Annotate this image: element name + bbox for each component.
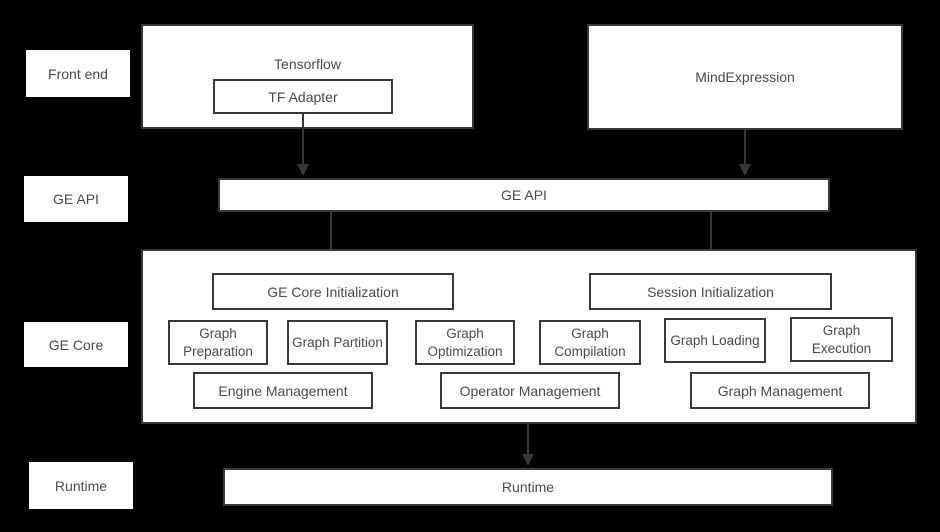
- tensorflow-box: Tensorflow TF Adapter: [141, 24, 474, 129]
- session-initialization-box: Session Initialization: [589, 273, 832, 310]
- runtime-bar: Runtime: [223, 468, 833, 506]
- arrow-ge-core-to-runtime: [522, 424, 534, 466]
- engine-management-box: Engine Management: [193, 372, 373, 409]
- row-label-ge-api: GE API: [24, 176, 128, 222]
- tf-adapter-box: TF Adapter: [213, 79, 393, 114]
- ge-core-box: GE Core Initialization Session Initializ…: [141, 249, 917, 424]
- graph-loading-box: Graph Loading: [664, 318, 766, 363]
- row-label-ge-core: GE Core: [24, 322, 128, 367]
- tensorflow-title: Tensorflow: [274, 56, 341, 72]
- mindexpression-box: MindExpression: [587, 24, 903, 130]
- arrow-mindexpression-to-ge-api: [739, 130, 751, 176]
- graph-partition-box: Graph Partition: [287, 320, 388, 365]
- graph-execution-box: Graph Execution: [790, 317, 893, 362]
- row-label-front-end: Front end: [26, 50, 130, 97]
- graph-management-box: Graph Management: [690, 372, 870, 409]
- operator-management-box: Operator Management: [440, 372, 620, 409]
- graph-optimization-box: Graph Optimization: [415, 320, 515, 365]
- graph-compilation-box: Graph Compilation: [539, 320, 641, 365]
- ge-core-initialization-box: GE Core Initialization: [212, 273, 454, 310]
- graph-preparation-box: Graph Preparation: [168, 320, 268, 365]
- ge-api-bar: GE API: [218, 178, 830, 212]
- arrow-tf-adapter-to-ge-api: [297, 114, 309, 176]
- row-label-runtime: Runtime: [29, 462, 133, 509]
